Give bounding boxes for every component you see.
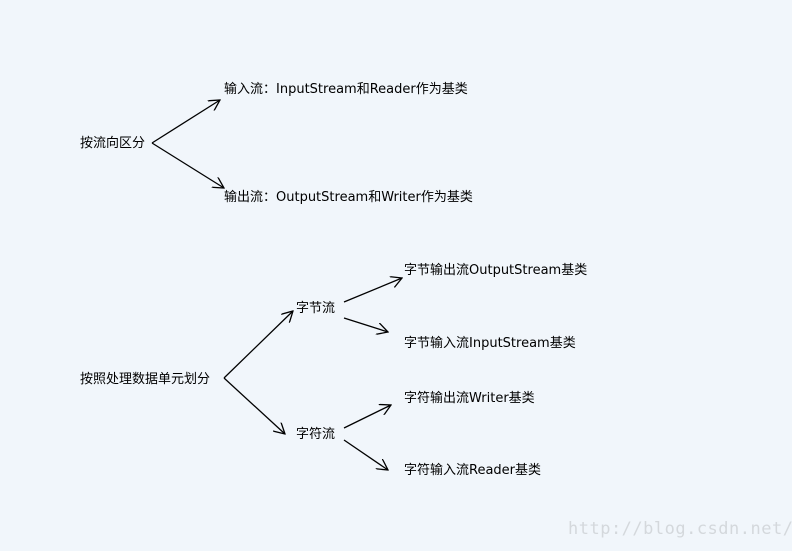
char-stream-label: 字符流: [296, 427, 336, 442]
arrow-to-byte-output: [343, 278, 402, 303]
char-output-stream-label: 字符输出流Writer基类: [404, 391, 535, 406]
input-stream-label: 输入流：InputStream和Reader作为基类: [224, 82, 468, 97]
arrow-to-input-stream: [151, 100, 220, 144]
byte-input-stream-label: 字节输入流InputStream基类: [404, 336, 576, 351]
arrow-to-byte-stream: [223, 311, 293, 379]
data-unit-root-label: 按照处理数据单元划分: [80, 372, 211, 387]
arrow-to-char-output: [343, 405, 391, 429]
output-stream-label: 输出流：OutputStream和Writer作为基类: [224, 190, 473, 205]
char-input-stream-label: 字符输入流Reader基类: [404, 463, 542, 478]
arrow-to-byte-input: [343, 317, 388, 332]
watermark: http://blog.csdn.net/: [568, 519, 792, 539]
arrow-to-char-input: [343, 439, 388, 470]
arrow-to-output-stream: [151, 142, 224, 188]
arrow-to-char-stream: [223, 377, 285, 434]
byte-output-stream-label: 字节输出流OutputStream基类: [404, 263, 588, 278]
direction-root-label: 按流向区分: [80, 136, 146, 151]
byte-stream-label: 字节流: [296, 301, 336, 316]
